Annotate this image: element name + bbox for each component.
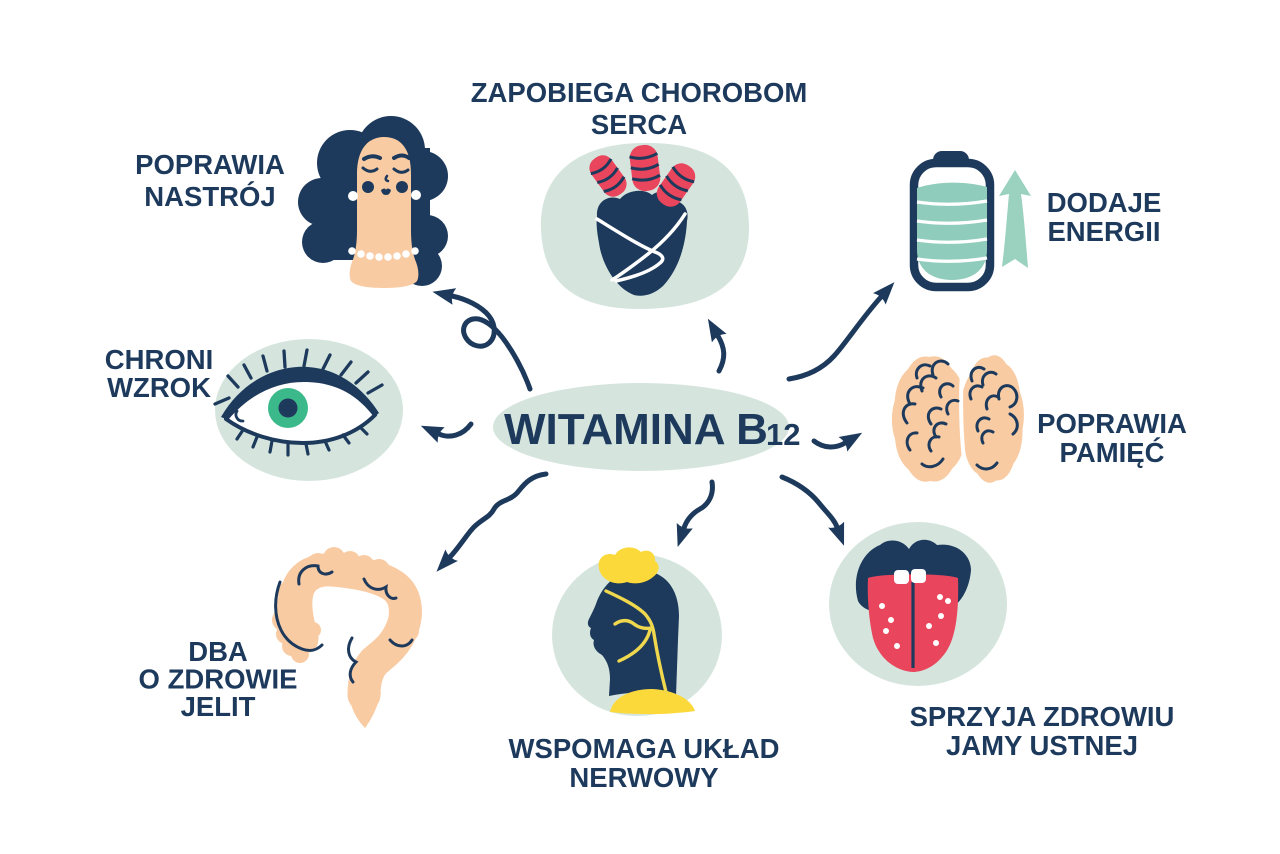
svg-text:WZROK: WZROK [107,372,211,403]
svg-text:JAMY USTNEJ: JAMY USTNEJ [946,730,1138,761]
svg-text:POPRAWIA: POPRAWIA [1037,408,1187,439]
svg-text:12: 12 [766,417,800,452]
svg-text:SPRZYJA ZDROWIU: SPRZYJA ZDROWIU [910,701,1175,732]
svg-text:NERWOWY: NERWOWY [569,762,718,793]
svg-text:NASTRÓJ: NASTRÓJ [144,181,275,212]
svg-text:DBA: DBA [188,636,248,667]
svg-text:POPRAWIA: POPRAWIA [135,149,285,180]
svg-text:SERCA: SERCA [591,109,687,140]
svg-text:PAMIĘĆ: PAMIĘĆ [1060,437,1165,468]
svg-text:ZAPOBIEGA CHOROBOM: ZAPOBIEGA CHOROBOM [471,77,808,108]
svg-text:ENERGII: ENERGII [1047,216,1160,247]
svg-text:WITAMINA B: WITAMINA B [504,405,768,454]
svg-text:JELIT: JELIT [181,691,256,722]
svg-text:O ZDROWIE: O ZDROWIE [139,664,298,695]
svg-text:WSPOMAGA UKŁAD: WSPOMAGA UKŁAD [509,733,780,764]
svg-text:CHRONI: CHRONI [105,344,213,375]
svg-text:DODAJE: DODAJE [1047,187,1162,218]
